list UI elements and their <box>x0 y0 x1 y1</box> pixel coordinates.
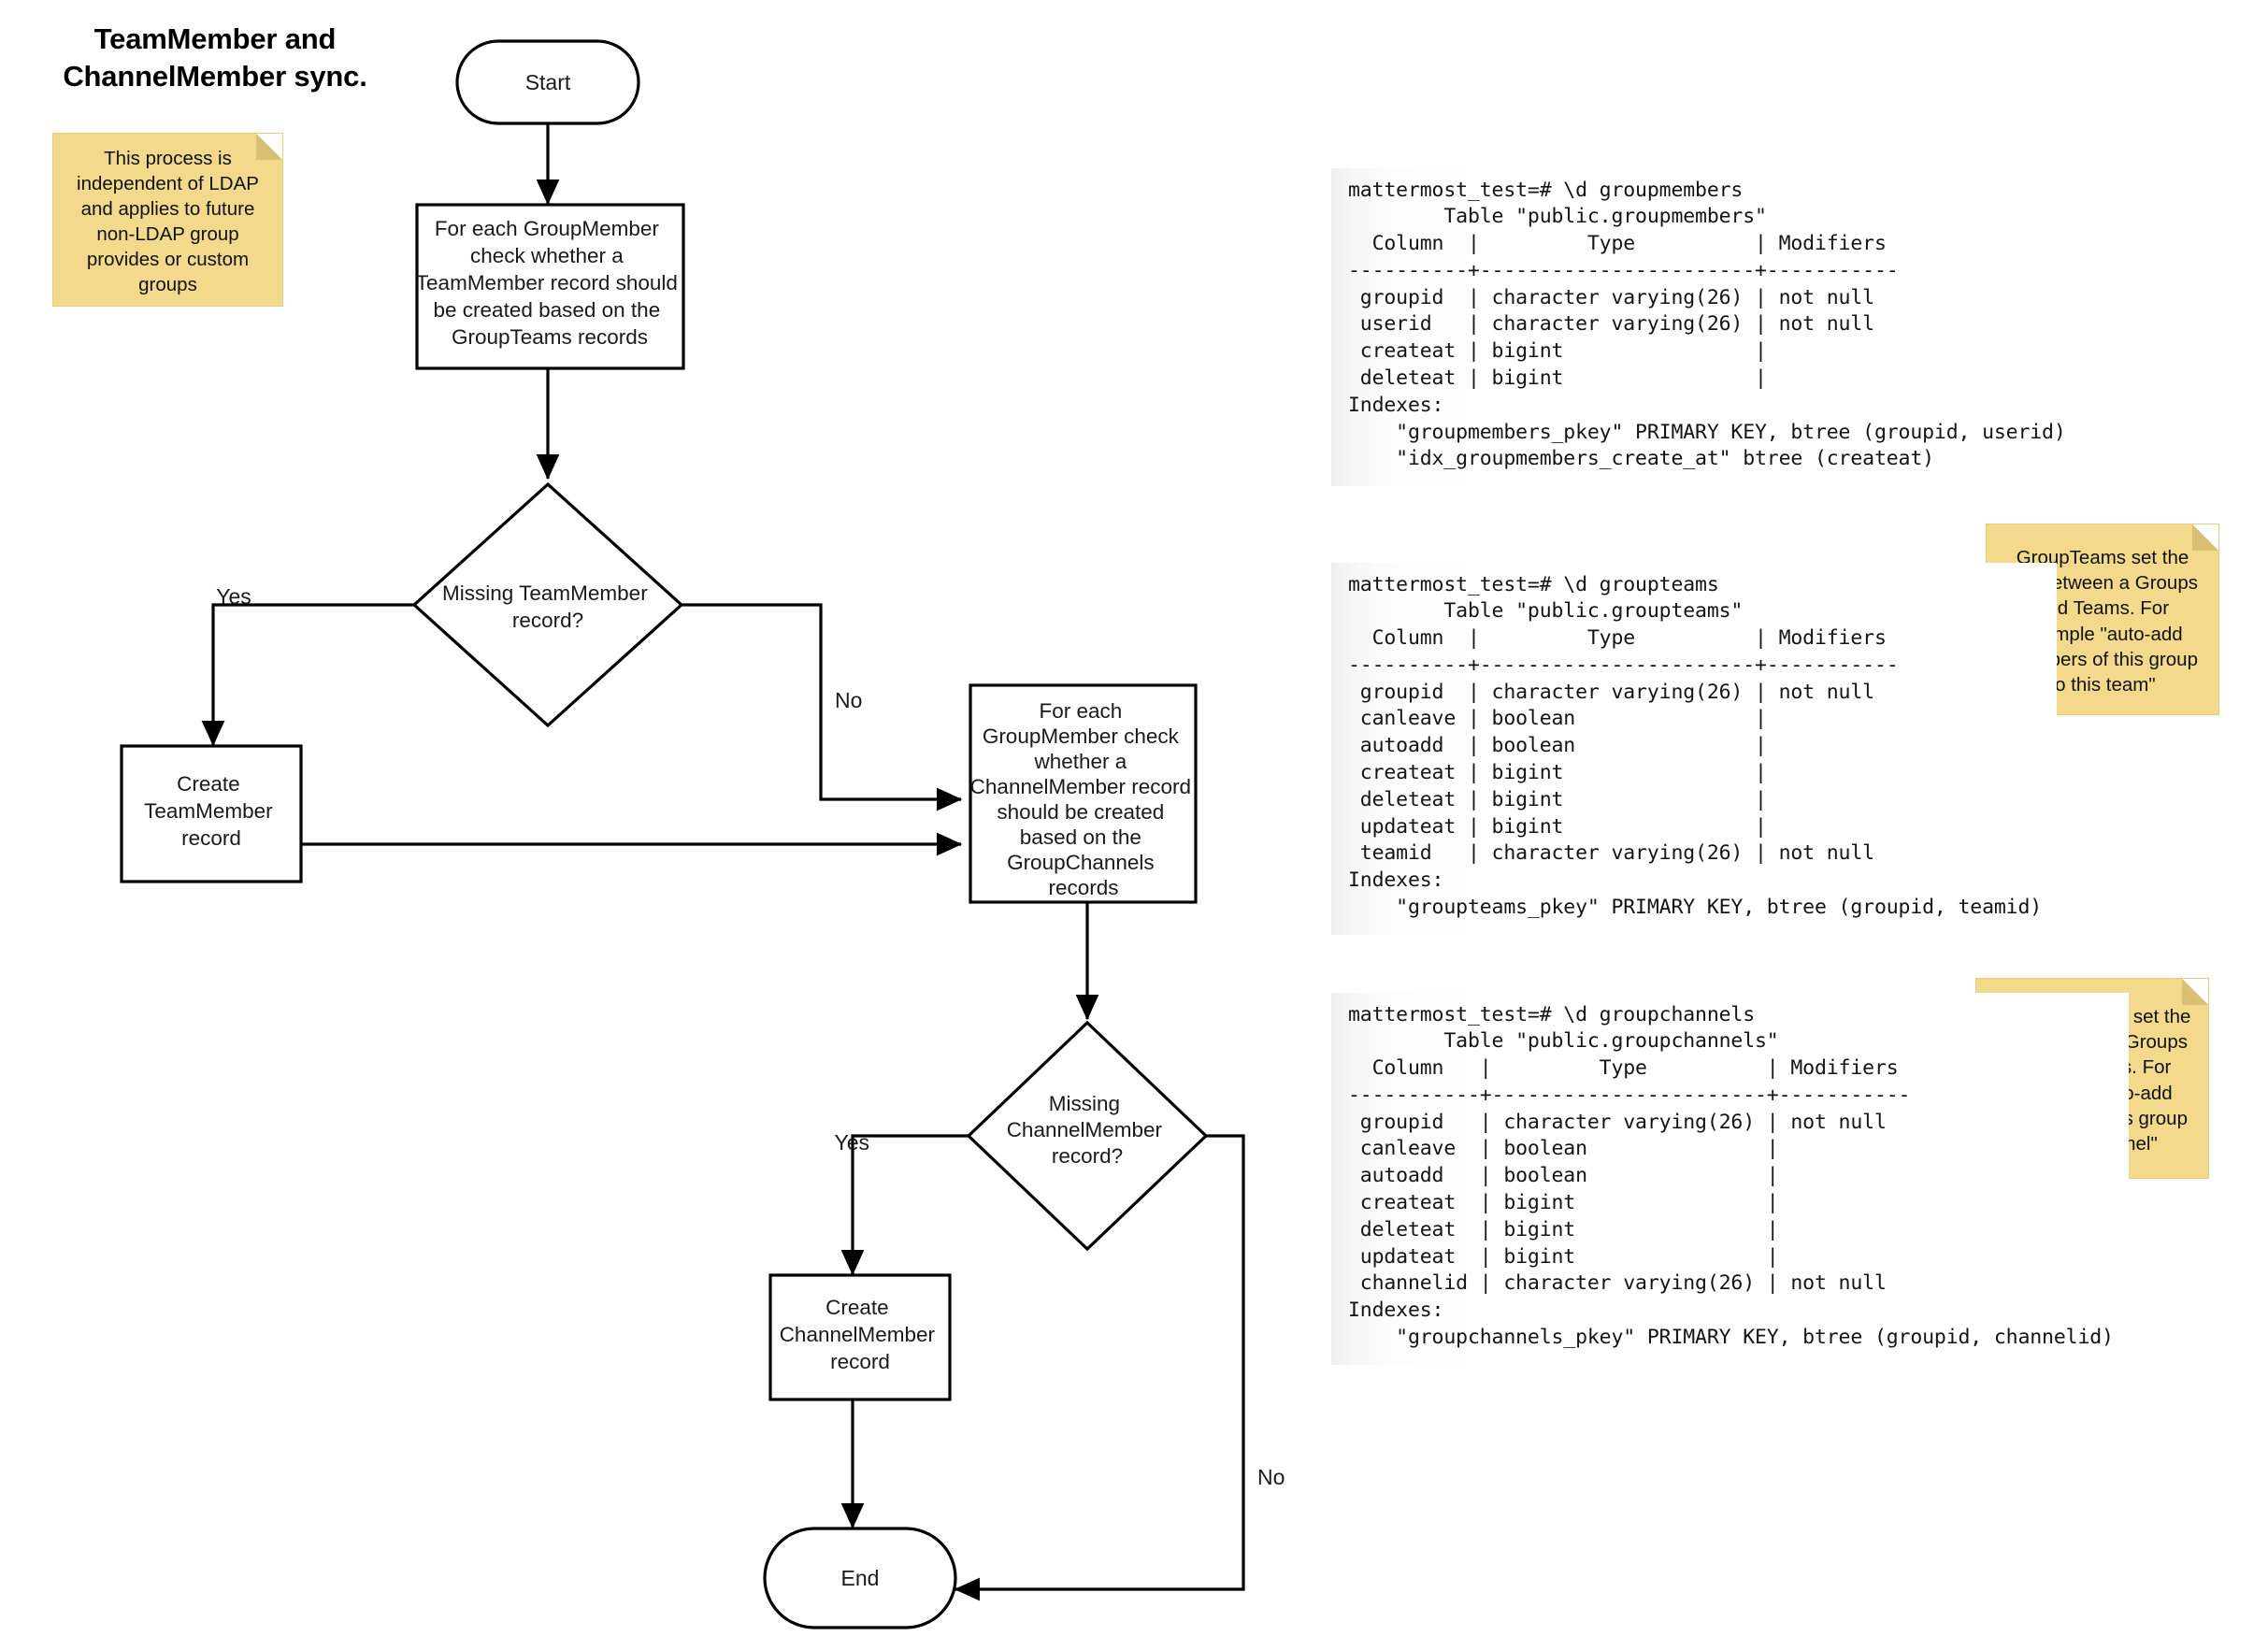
edge-decision-team-no <box>680 603 963 811</box>
node-create-channel[interactable] <box>768 1273 952 1401</box>
sql-output-groupmembers: mattermost_test=# \d groupmembers Table … <box>1331 167 2081 487</box>
node-check-team[interactable] <box>415 203 685 370</box>
edge-label-channel-yes: Yes <box>834 1130 869 1155</box>
sql-output-groupteams: mattermost_test=# \d groupteams Table "p… <box>1331 562 2058 935</box>
edge-decision-channel-no <box>954 1134 1245 1601</box>
node-create-team-label: Create TeamMember record <box>144 772 279 850</box>
page-fold-icon <box>2192 524 2218 551</box>
page-fold-icon <box>2182 979 2208 1005</box>
page-title: TeamMember and ChannelMember sync. <box>63 22 367 93</box>
node-start[interactable] <box>455 39 640 125</box>
node-start-label: Start <box>525 70 571 94</box>
node-decision-channel-label: Missing ChannelMember record? <box>1007 1092 1169 1168</box>
edge-label-team-no: No <box>835 688 862 712</box>
node-check-channel-label: For each GroupMember check whether a Cha… <box>970 699 1198 899</box>
page-fold-icon <box>256 134 282 160</box>
node-create-team[interactable] <box>120 744 303 883</box>
edge-decision-channel-yes <box>840 1134 970 1276</box>
sticky-note-ldap: This process is independent of LDAP and … <box>52 133 283 307</box>
edge-label-channel-no: No <box>1257 1465 1285 1489</box>
node-check-channel[interactable] <box>969 683 1198 904</box>
edge-label-team-yes: Yes <box>216 584 251 609</box>
node-end[interactable] <box>763 1527 957 1629</box>
node-check-team-label: For each GroupMember check whether a Tea… <box>416 217 683 349</box>
sticky-note-ldap-text: This process is independent of LDAP and … <box>77 147 259 296</box>
node-decision-team[interactable] <box>411 481 684 728</box>
node-decision-team-label: Missing TeamMember record? <box>442 581 653 632</box>
sql-output-groupchannels: mattermost_test=# \d groupchannels Table… <box>1331 992 2129 1365</box>
edge-decision-team-yes <box>201 603 415 747</box>
node-create-channel-label: Create ChannelMember record <box>780 1296 941 1373</box>
node-end-label: End <box>841 1566 880 1590</box>
node-decision-channel[interactable] <box>966 1020 1209 1252</box>
